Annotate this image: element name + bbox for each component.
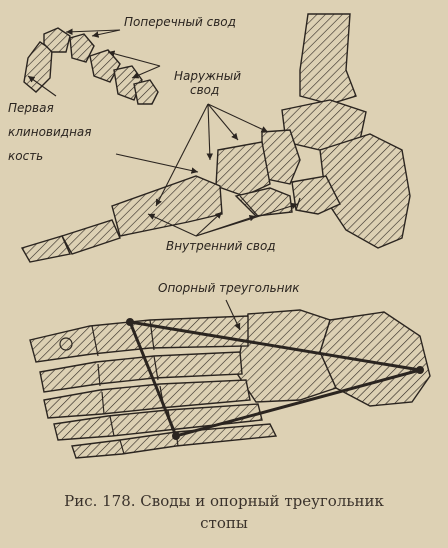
label-transverse-arch: Поперечный свод: [124, 15, 236, 29]
transverse-arch-bones: [24, 28, 158, 104]
figure-caption-line1: Рис. 178. Своды и опорный треугольник: [64, 492, 384, 510]
label-first-cuneiform-line1: Первая: [8, 101, 54, 115]
label-first-cuneiform-line2: клиновидная: [8, 125, 92, 139]
label-first-cuneiform-line3: кость: [8, 149, 43, 163]
label-inner-arch: Внутренний свод: [166, 239, 276, 253]
label-outer-arch-line2: свод: [190, 83, 219, 97]
label-support-triangle: Опорный треугольник: [158, 281, 300, 295]
label-outer-arch-line1: Наружный: [174, 69, 241, 83]
figure-caption-line2: стопы: [200, 514, 248, 532]
